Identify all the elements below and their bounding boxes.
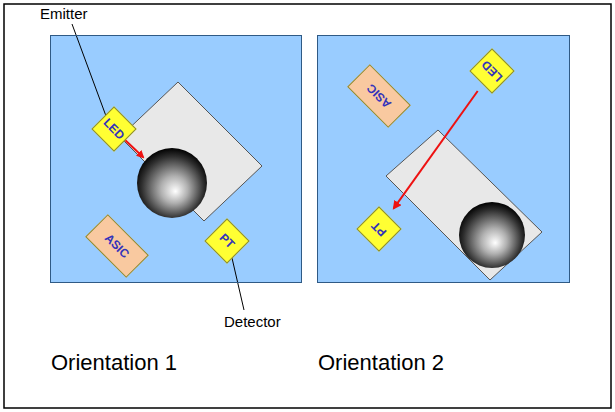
outer-frame <box>4 4 611 408</box>
orientation-caption: Orientation 1 <box>51 350 177 376</box>
board-fill <box>317 35 570 283</box>
circuit-board: Orientation 1LEDASICPT <box>50 35 302 283</box>
circuit-board: Orientation 2ASICLEDPT <box>317 35 570 283</box>
detector-chip: PT <box>204 218 249 263</box>
leader-line <box>72 24 106 116</box>
chip-label: PT <box>217 231 236 250</box>
chip-label: PT <box>369 219 388 238</box>
emitter-chip: LED <box>91 106 136 151</box>
tray <box>386 130 542 280</box>
asic-chip: ASIC <box>85 214 149 278</box>
chip-label: ASIC <box>365 82 394 111</box>
ball <box>137 148 207 218</box>
ball <box>459 202 525 268</box>
asic-chip: ASIC <box>347 64 411 128</box>
light-ray <box>124 139 143 157</box>
orientation-caption: Orientation 2 <box>318 350 444 376</box>
tray <box>120 82 262 221</box>
detector-label: Detector <box>224 313 281 330</box>
detector-chip: PT <box>356 206 401 251</box>
chip-label: ASIC <box>103 232 132 261</box>
chip-label: LED <box>479 58 504 83</box>
board-fill <box>50 35 302 283</box>
emitter-chip: LED <box>469 48 514 93</box>
chip-label: LED <box>101 116 126 141</box>
leader-line <box>232 258 244 310</box>
emitter-label: Emitter <box>40 5 88 22</box>
